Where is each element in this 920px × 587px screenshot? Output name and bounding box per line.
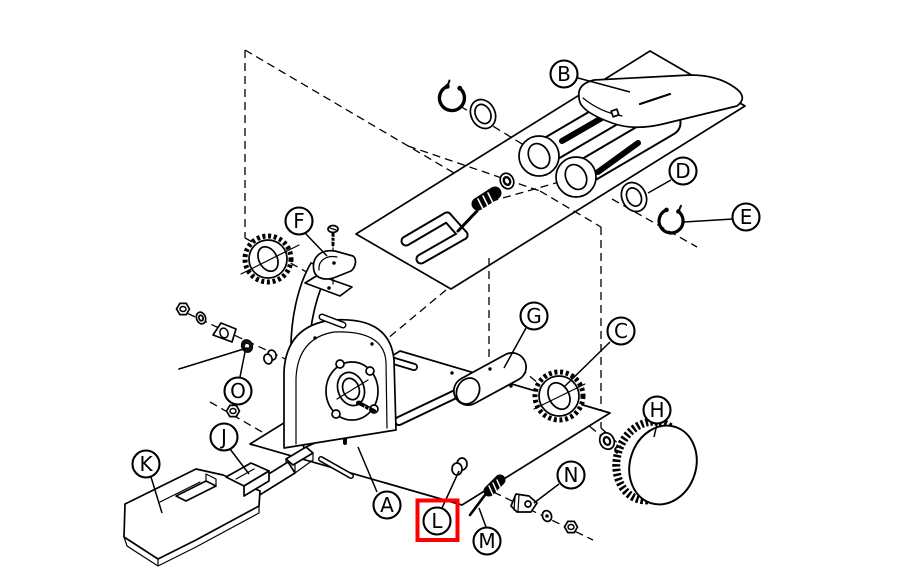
clamp-bracket	[510, 493, 538, 513]
part-callout-k: K	[131, 449, 161, 479]
clamp-plate-f	[312, 224, 357, 280]
highlight-box	[415, 498, 460, 542]
bushing	[451, 457, 468, 476]
svg-text:M: M	[478, 529, 495, 553]
retaining-ring-e	[657, 204, 685, 235]
pin-with-spring	[468, 474, 506, 517]
part-callout-f: F	[284, 206, 314, 236]
part-callout-j: J	[209, 422, 239, 452]
part-callout-o: O	[223, 376, 253, 406]
part-callout-h: H	[642, 395, 672, 425]
svg-text:D: D	[675, 159, 690, 183]
svg-text:H: H	[649, 398, 664, 422]
part-callout-d: D	[668, 156, 698, 186]
part-callout-n: N	[556, 460, 586, 490]
svg-text:B: B	[557, 62, 571, 86]
part-callout-g: G	[519, 301, 549, 331]
svg-text:O: O	[230, 379, 246, 403]
spring	[471, 186, 502, 211]
part-callout-m: M	[472, 526, 502, 556]
foot-pedal	[123, 462, 270, 567]
long-pin	[318, 456, 354, 479]
leader-lines	[150, 77, 734, 528]
svg-text:G: G	[526, 304, 542, 328]
sprocket-left	[240, 233, 300, 285]
svg-text:J: J	[219, 425, 227, 449]
fastener-set	[175, 302, 277, 418]
part-callout-l[interactable]: L	[422, 506, 452, 536]
sprocket-right	[532, 369, 586, 423]
fork-plate	[400, 209, 479, 265]
washer-small	[598, 431, 616, 451]
roller-cylinder	[453, 352, 527, 406]
nut	[563, 520, 579, 534]
part-callout-c: C	[606, 316, 636, 346]
knurled-knob	[612, 417, 698, 506]
part-callout-b: B	[549, 59, 579, 89]
washer-tiny	[541, 509, 553, 523]
part-callout-a: A	[372, 490, 402, 520]
svg-text:A: A	[380, 493, 394, 517]
svg-text:E: E	[740, 205, 753, 229]
upper-plane	[355, 50, 746, 290]
washer-d	[620, 181, 648, 213]
svg-text:L: L	[431, 509, 443, 533]
svg-text:K: K	[139, 452, 153, 476]
spring-washer	[499, 172, 515, 190]
retaining-ring-top	[437, 79, 467, 113]
lever-arm-front	[555, 109, 682, 198]
svg-text:N: N	[564, 463, 579, 487]
part-callouts: A B C D E F G H J K L M	[131, 59, 761, 556]
dome-housing	[283, 313, 397, 449]
svg-text:C: C	[614, 319, 628, 343]
washer-top	[469, 98, 497, 130]
svg-text:F: F	[293, 209, 305, 233]
handle-cover	[577, 74, 744, 129]
part-callout-e: E	[731, 202, 761, 232]
